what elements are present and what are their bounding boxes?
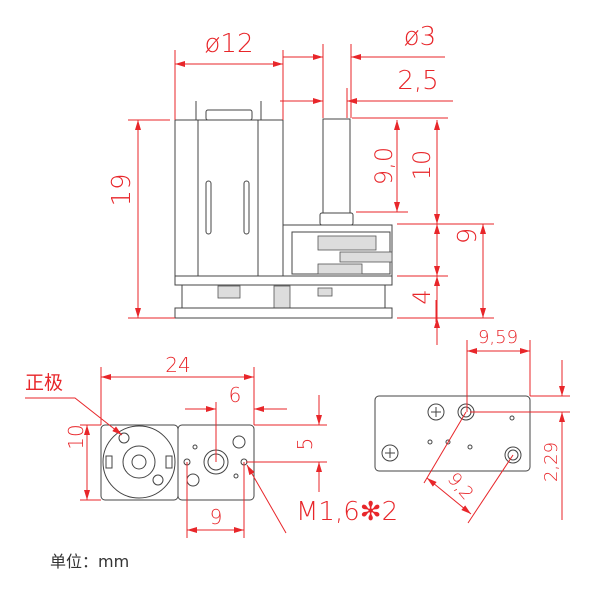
bottom-right-view <box>374 395 531 472</box>
base-plate-bottom <box>174 307 393 319</box>
mounting-hole <box>186 473 200 487</box>
dim-shaft-offset: 6 <box>229 383 242 407</box>
base-plate-top <box>174 275 393 286</box>
dim-shaft-diameter: ø3 <box>404 22 436 52</box>
dim-base-height: 4 <box>408 289 436 304</box>
dim-length: 24 <box>165 353 190 377</box>
dim-width: 10 <box>64 424 88 449</box>
positive-pole-label: 正极 <box>25 372 63 394</box>
gear <box>317 235 377 251</box>
motor-slot <box>205 180 212 235</box>
thread-label: M1,6✻2 <box>296 497 398 527</box>
dim-hole-spacing: 9 <box>210 505 223 529</box>
motor-slot <box>243 180 250 235</box>
motor-side-view <box>174 101 393 319</box>
unit-label: 单位：mm <box>50 552 130 571</box>
dim-shaft-center: 5 <box>293 438 317 451</box>
gear <box>217 285 241 299</box>
motor-end-cap <box>205 109 253 121</box>
dim-gearbox-height: 9 <box>453 228 483 245</box>
motor-body <box>174 119 284 277</box>
gear <box>273 285 291 309</box>
dim-shaft-length: 10 <box>408 150 436 181</box>
dim-motor-diameter: ø12 <box>205 29 254 59</box>
bottom-left-view <box>100 424 255 501</box>
dim-hole-offset-y: 2,29 <box>541 442 562 482</box>
gear <box>317 263 363 275</box>
output-shaft <box>322 118 351 214</box>
gear <box>317 287 333 297</box>
gear <box>339 251 393 263</box>
dim-hole-spacing-diagonal: 9,2 <box>443 469 477 504</box>
dim-hole-offset-x: 9,59 <box>478 327 518 348</box>
dim-shaft-flat: 2,5 <box>397 66 438 96</box>
top-view-dimensions: ø12 ø3 2,5 19 9,0 10 4 9 <box>107 22 494 345</box>
bottom-left-dimensions: 24 6 10 5 9 M1,6✻2 正极 <box>25 353 398 538</box>
mounting-hole <box>232 435 246 449</box>
positive-terminal <box>118 432 130 444</box>
shaft-collar <box>319 212 354 226</box>
dim-shaft-flat-length: 9,0 <box>370 147 398 185</box>
base-plate-face <box>374 395 531 472</box>
dim-total-height: 19 <box>107 173 137 206</box>
